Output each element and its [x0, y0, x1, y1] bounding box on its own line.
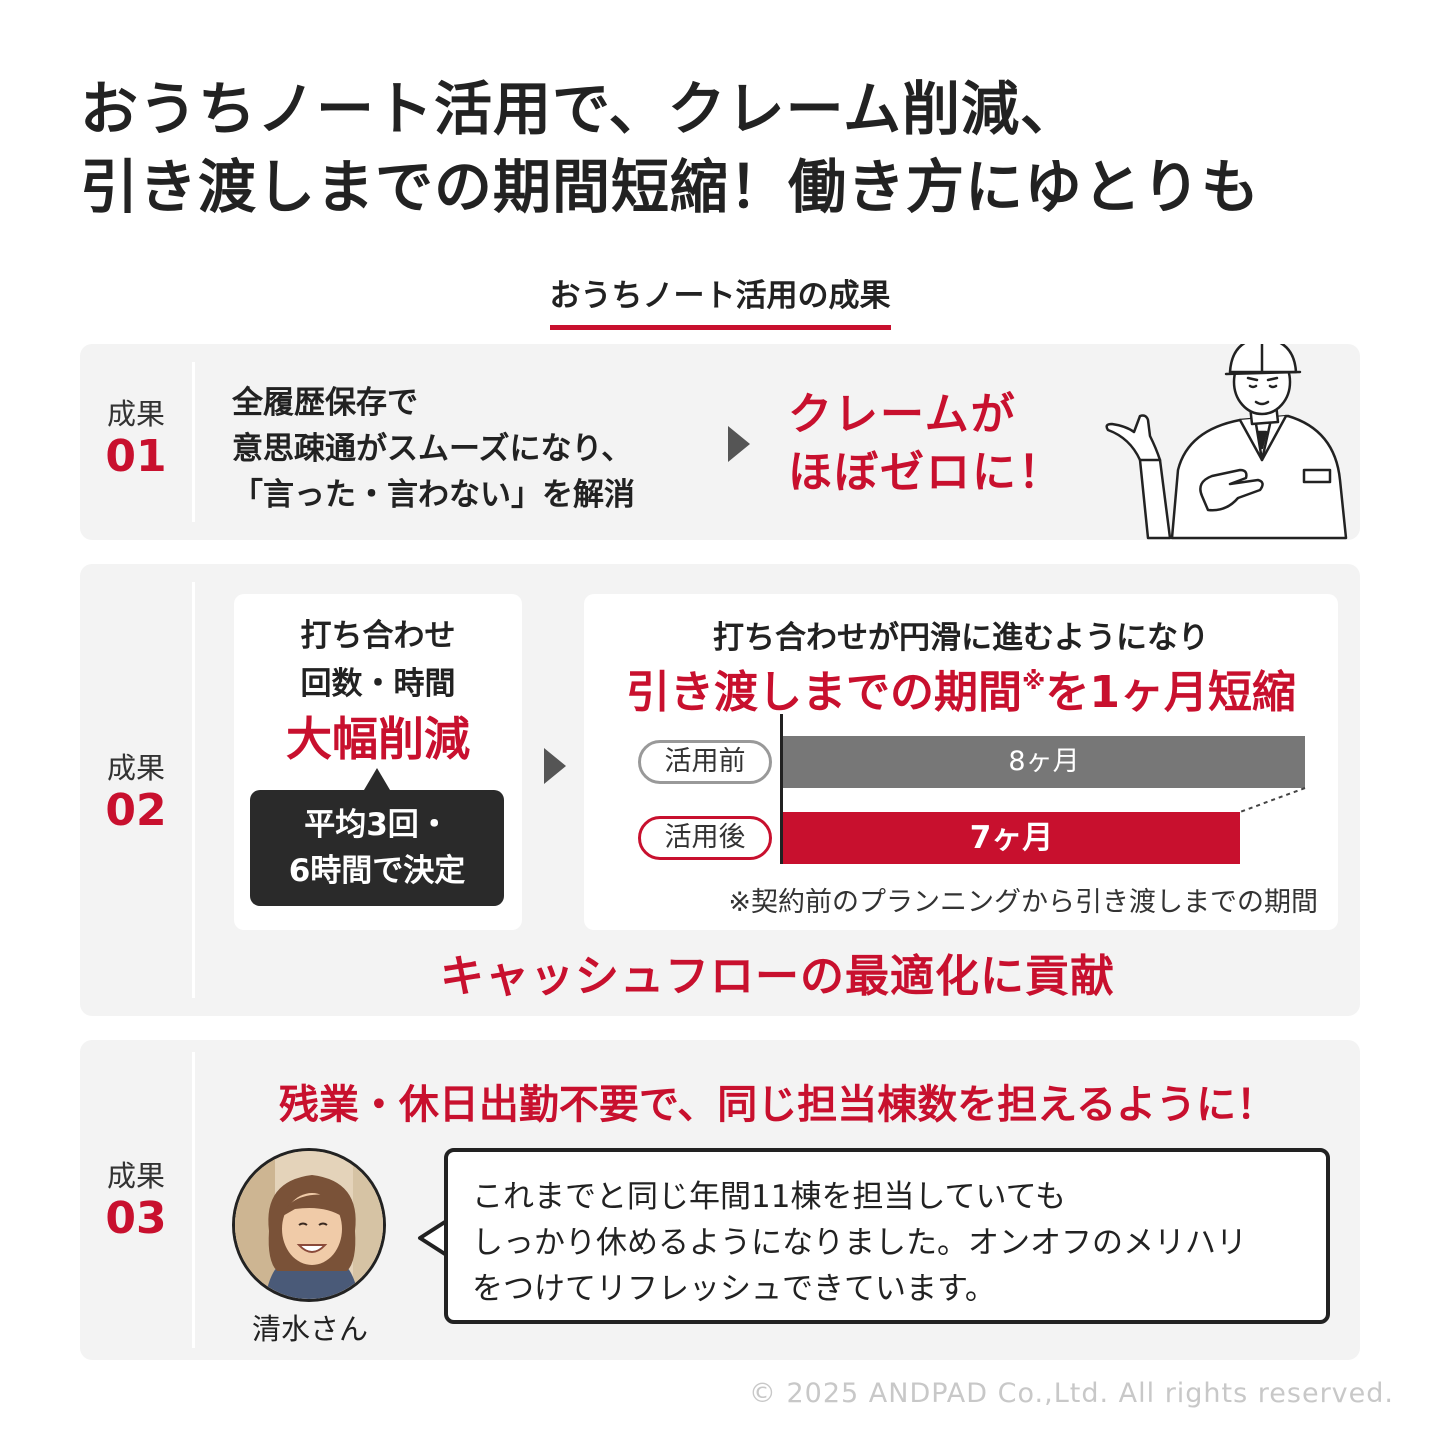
arrow-right-icon [728, 426, 750, 462]
testimonial-line-3: をつけてリフレッシュできています。 [472, 1271, 996, 1307]
meeting-line-2: 回数・時間 [300, 666, 456, 702]
result-card-02: 成果 02 打ち合わせ 回数・時間 大幅削減 平均3回・ 6時間で決定 打ち合わ… [80, 564, 1360, 1016]
testimonial-bubble: これまでと同じ年間11棟を担当していても しっかり休めるようになりました。オンオ… [444, 1148, 1330, 1324]
result-tag-02: 成果 02 [80, 750, 192, 836]
result-tag-label: 成果 [106, 751, 165, 785]
headline: おうちノート活用で、クレーム削減、 引き渡しまでの期間短縮！働き方にゆとりも [80, 70, 1380, 226]
result-tag-01: 成果 01 [80, 396, 192, 482]
result-03-title: 残業・休日出勤不要で、同じ担当棟数を担えるように！ [278, 1082, 1277, 1128]
copyright-text: © 2025 ANDPAD Co.,Ltd. All rights reserv… [748, 1378, 1394, 1409]
reduction-dotted-line [1239, 787, 1306, 813]
card-divider [192, 362, 195, 522]
construction-worker-illustration [1105, 344, 1348, 540]
result-01-description: 全履歴保存で 意思疎通がスムーズになり、 「言った・言わない」を解消 [232, 380, 635, 518]
person-photo [235, 1151, 383, 1299]
speech-tail [418, 1218, 448, 1258]
person-avatar [232, 1148, 386, 1302]
result-01-line-2: 意思疎通がスムーズになり、 [232, 431, 633, 467]
bar-label-after: 活用後 [638, 816, 772, 860]
person-name: 清水さん [251, 1312, 368, 1346]
arrow-right-icon [544, 748, 566, 784]
testimonial-line-1: これまでと同じ年間11棟を担当していても [472, 1179, 1067, 1215]
chart-axis [780, 714, 783, 864]
meeting-reduction-text: 打ち合わせ 回数・時間 [234, 612, 522, 708]
cashflow-statement: キャッシュフローの最適化に貢献 [440, 951, 1115, 1002]
result-01-outcome-line-2: ほぼゼロに！ [788, 447, 1064, 498]
period-headline-mark: ※ [1022, 667, 1046, 695]
result-tag-03: 成果 03 [80, 1158, 192, 1244]
average-line-1: 平均3回・ [304, 807, 450, 843]
period-footnote: ※契約前のプランニングから引き渡しまでの期間 [728, 887, 1318, 918]
meeting-reduction-emphasis: 大幅削減 [286, 712, 470, 766]
result-card-01: 成果 01 全履歴保存で 意思疎通がスムーズになり、 「言った・言わない」を解消… [80, 344, 1360, 540]
result-01-outcome-line-1: クレームが [788, 389, 1017, 440]
result-01-line-1: 全履歴保存で [232, 385, 418, 421]
meeting-line-1: 打ち合わせ [300, 618, 456, 654]
period-headline-b: を1ヶ月短縮 [1045, 667, 1296, 718]
result-tag-number: 02 [105, 785, 167, 836]
period-reduction-box: 打ち合わせが円滑に進むようになり 引き渡しまでの期間※を1ヶ月短縮 活用前 活用… [584, 594, 1338, 930]
bar-label-before: 活用前 [638, 740, 772, 784]
section-label-text: おうちノート活用の成果 [549, 270, 891, 330]
bar-before: 8ヶ月 [783, 736, 1305, 788]
bar-after: 7ヶ月 [783, 812, 1240, 864]
result-tag-label: 成果 [106, 397, 165, 431]
result-tag-number: 03 [105, 1193, 167, 1244]
result-tag-label: 成果 [106, 1159, 165, 1193]
result-01-line-3: 「言った・言わない」を解消 [232, 477, 635, 513]
average-line-2: 6時間で決定 [288, 853, 466, 889]
period-headline-a: 引き渡しまでの期間 [626, 667, 1023, 718]
card-divider [192, 1052, 195, 1348]
headline-line-1: おうちノート活用で、クレーム削減、 [80, 75, 1079, 143]
result-01-outcome: クレームが ほぼゼロに！ [788, 386, 1064, 502]
testimonial-line-2: しっかり休めるようになりました。オンオフのメリハリ [472, 1225, 1247, 1261]
period-headline: 引き渡しまでの期間※を1ヶ月短縮 [584, 656, 1338, 720]
section-label: おうちノート活用の成果 [0, 270, 1440, 330]
average-meeting-bubble: 平均3回・ 6時間で決定 [250, 768, 504, 906]
meeting-reduction-box: 打ち合わせ 回数・時間 大幅削減 平均3回・ 6時間で決定 [234, 594, 522, 930]
headline-line-2: 引き渡しまでの期間短縮！働き方にゆとりも [80, 153, 1261, 221]
result-card-03: 成果 03 残業・休日出勤不要で、同じ担当棟数を担えるように！ 清水さん これま… [80, 1040, 1360, 1360]
card-divider [192, 582, 195, 998]
period-lead: 打ち合わせが円滑に進むようになり [713, 620, 1209, 656]
result-tag-number: 01 [105, 431, 167, 482]
